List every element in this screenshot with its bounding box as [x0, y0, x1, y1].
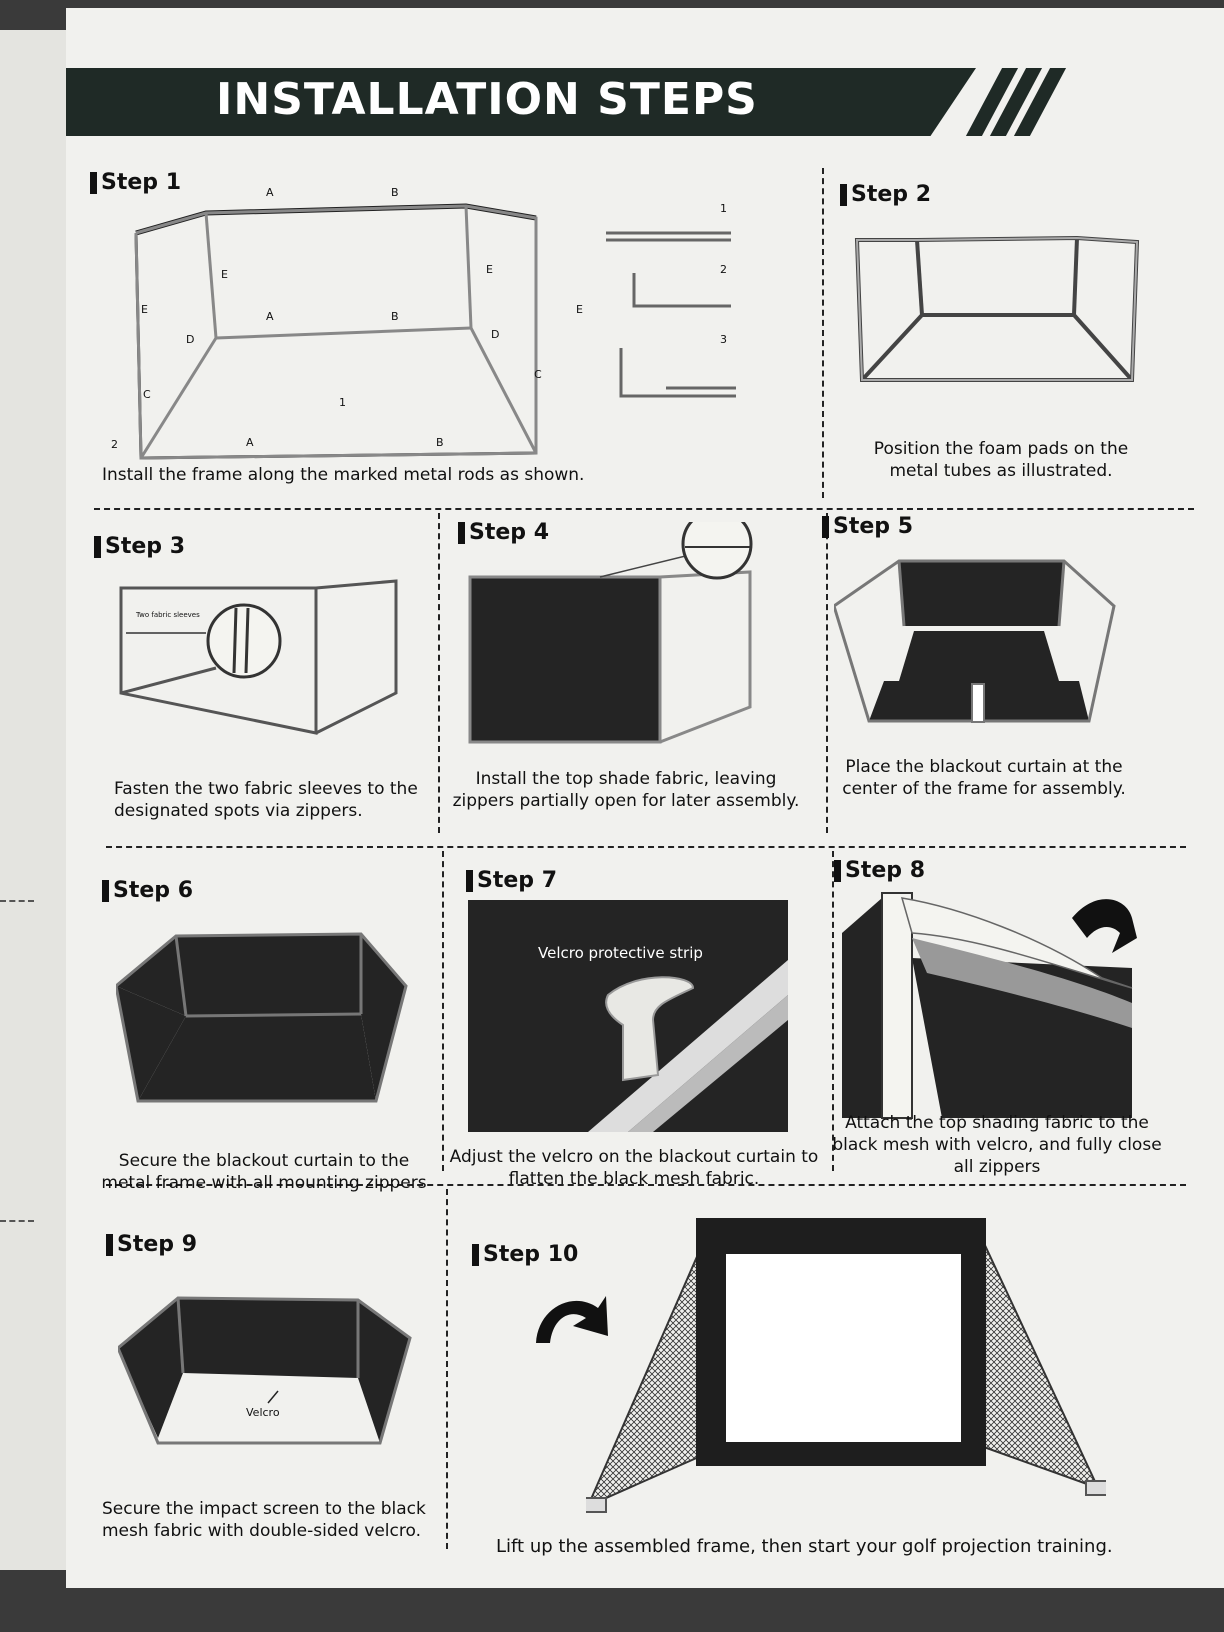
marker-d: D [186, 333, 194, 346]
step-2-label: Step 2 [840, 184, 931, 206]
marker-b: B [436, 436, 444, 449]
step-1-label: Step 1 [90, 172, 181, 194]
step-8-caption: Attach the top shading fabric to the bla… [832, 1113, 1162, 1177]
marker-2: 2 [111, 438, 118, 451]
step-10-illustration [586, 1218, 1106, 1513]
marker-a: A [266, 310, 274, 323]
step-7-caption: Adjust the velcro on the blackout curtai… [449, 1147, 819, 1189]
step-6-label: Step 6 [102, 880, 193, 902]
facing-page-dash [0, 1220, 34, 1222]
step-6-caption: Secure the blackout curtain to the metal… [101, 1151, 427, 1193]
divider-horizontal [94, 508, 1194, 510]
step-5-caption: Place the blackout curtain at the center… [842, 757, 1126, 799]
marker-a: A [246, 436, 254, 449]
facing-page-dash [0, 900, 34, 902]
marker-e: E [576, 303, 583, 316]
step-7-annotation: Velcro protective strip [538, 944, 703, 962]
step-9-annotation: Velcro [246, 1406, 280, 1419]
marker-b: B [391, 186, 399, 199]
step-4-caption: Install the top shade fabric, leaving zi… [452, 769, 800, 811]
marker-e: E [141, 303, 148, 316]
step-1-frame-diagram: A B A B A B E E E E C C D D 2 1 1 2 3 [111, 186, 736, 460]
divider-vertical [442, 851, 444, 1171]
step-2-frame-diagram [854, 235, 1140, 382]
marker-c: C [534, 368, 542, 381]
step-4-label: Step 4 [458, 522, 549, 544]
step-3-label: Step 3 [94, 536, 185, 558]
step-8-label: Step 8 [834, 860, 925, 882]
page-title: INSTALLATION STEPS [216, 74, 758, 125]
step-3-annotation: Two fabric sleeves [135, 611, 200, 619]
step-3-caption: Fasten the two fabric sleeves to the des… [114, 779, 418, 821]
marker-e: E [486, 263, 493, 276]
marker-1: 1 [339, 396, 346, 409]
curved-arrow-icon [536, 1296, 608, 1343]
divider-vertical [826, 513, 828, 833]
step-6-illustration [116, 932, 408, 1103]
step-1-caption: Install the frame along the marked metal… [102, 465, 585, 485]
step-5-illustration [834, 559, 1116, 723]
step-9-caption: Secure the impact screen to the black me… [102, 1499, 426, 1541]
step-2-caption: Position the foam pads on the metal tube… [873, 439, 1129, 481]
marker-c: C [143, 388, 151, 401]
marker-a: A [266, 186, 274, 199]
step-8-illustration [842, 892, 1137, 1119]
manual-page: INSTALLATION STEPS Step 1 A B A B A B [66, 8, 1224, 1588]
marker-3: 3 [720, 333, 727, 346]
marker-d: D [491, 328, 499, 341]
step-7-illustration: Velcro protective strip [468, 900, 788, 1132]
step-10-label: Step 10 [472, 1244, 578, 1266]
step-5-label: Step 5 [822, 516, 913, 538]
marker-2: 2 [720, 263, 727, 276]
divider-vertical [822, 168, 824, 498]
rotate-arrow-icon [1072, 899, 1137, 953]
step-4-illustration [468, 522, 753, 744]
facing-page [0, 30, 70, 1570]
step-9-label: Step 9 [106, 1234, 197, 1256]
divider-vertical [832, 851, 834, 1171]
step-3-illustration: Two fabric sleeves [119, 579, 398, 735]
divider-horizontal [106, 846, 1186, 848]
divider-vertical [446, 1189, 448, 1549]
divider-horizontal [106, 1184, 1186, 1186]
step-10-caption: Lift up the assembled frame, then start … [496, 1536, 1113, 1557]
step-9-illustration: Velcro [118, 1296, 412, 1445]
divider-vertical [438, 513, 440, 833]
marker-1: 1 [720, 202, 727, 215]
marker-e: E [221, 268, 228, 281]
header-band [66, 68, 976, 136]
step-7-label: Step 7 [466, 870, 557, 892]
marker-b: B [391, 310, 399, 323]
